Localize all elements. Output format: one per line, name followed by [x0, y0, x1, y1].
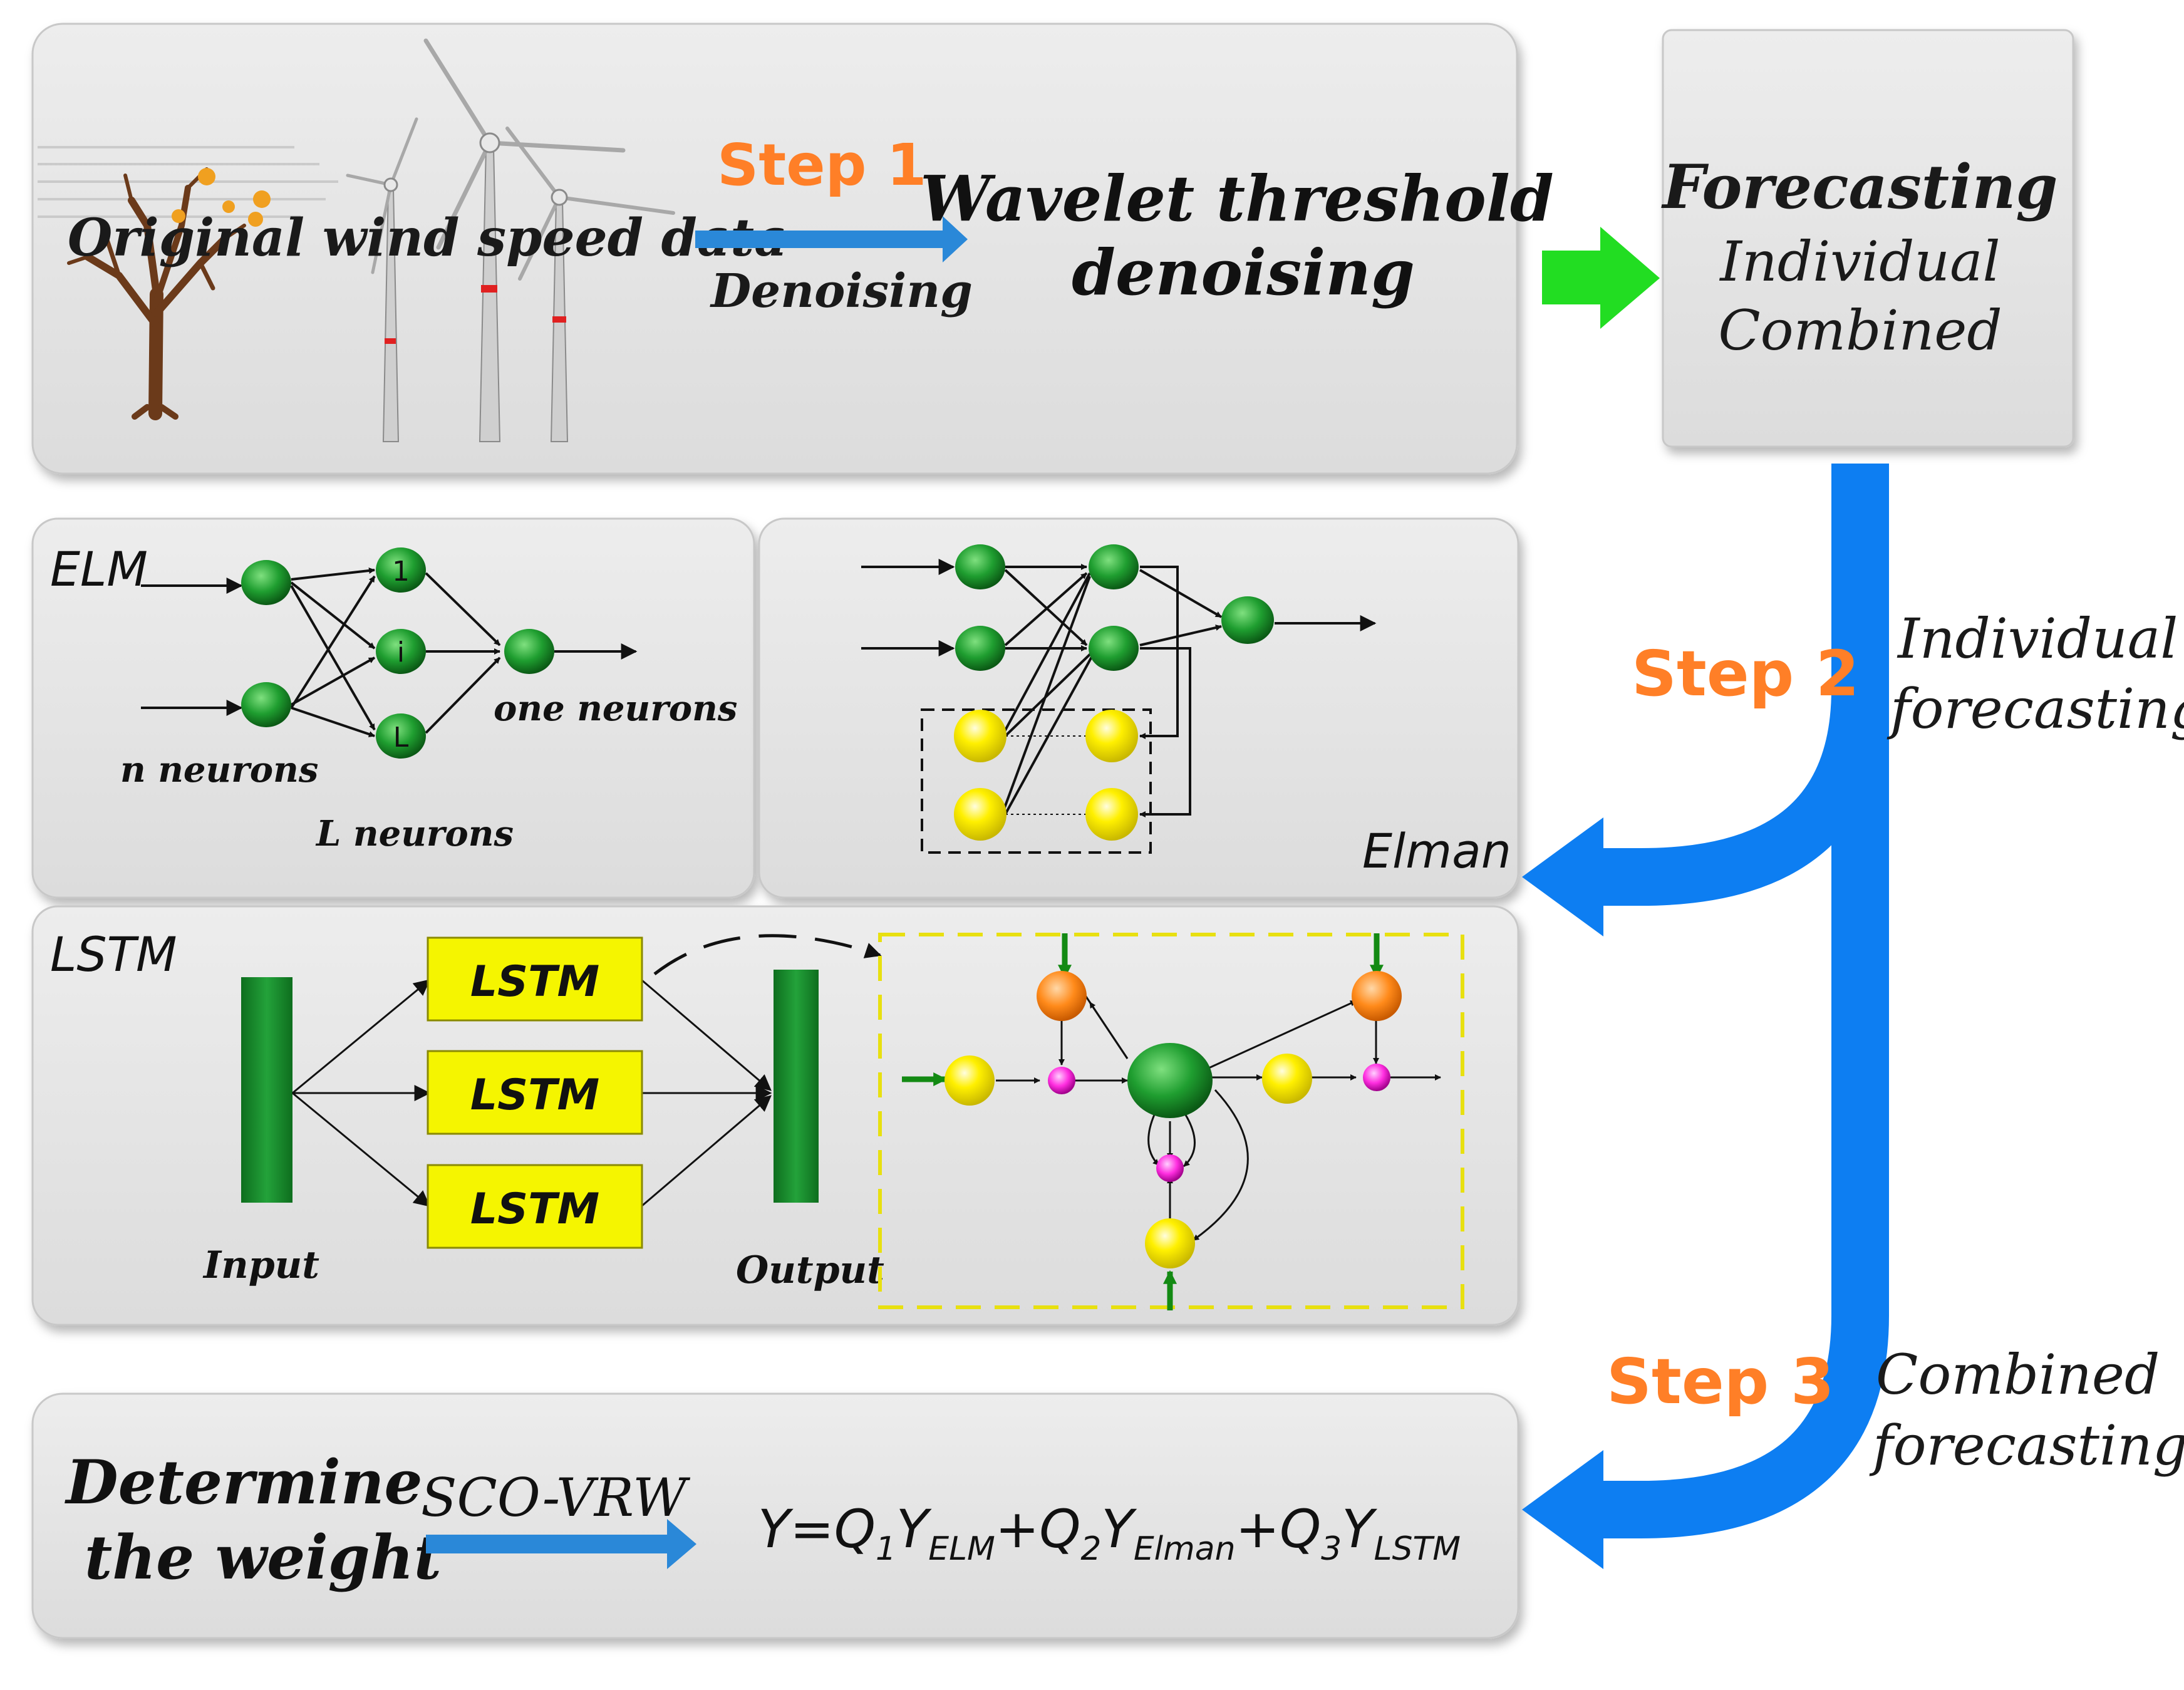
elm-panel — [31, 517, 755, 899]
multiply-node — [1363, 1064, 1390, 1091]
lstm-cell-block — [427, 936, 643, 1022]
node-label-1: 1 — [392, 556, 410, 588]
step3-label: Step 3 — [1607, 1345, 1835, 1418]
lstm-connections — [292, 979, 772, 1207]
lstm-cell-label: LSTM — [470, 1071, 599, 1120]
step1-label: Step 1 — [717, 132, 927, 199]
multiply-node — [1156, 1154, 1184, 1182]
weight-arrow — [426, 1519, 696, 1569]
weight-line1: Determine — [64, 1447, 422, 1518]
step2-desc-line1: Individual — [1897, 606, 2178, 671]
lstm-cells: LSTM LSTM LSTM — [427, 936, 643, 1249]
flow-arrow-blue — [1594, 464, 1889, 1538]
lstm-cell-block — [427, 1050, 643, 1135]
lstm-cell-label: LSTM — [470, 1185, 599, 1234]
neuron-node — [1089, 626, 1139, 671]
step1-panel — [31, 23, 1518, 475]
step2-desc-line2: forecasting — [1886, 677, 2184, 741]
lstm-output-label: Output — [736, 1248, 884, 1292]
falling-leaves — [172, 168, 271, 227]
elm-one-neurons-label: one neurons — [494, 688, 737, 729]
elman-panel — [758, 517, 1519, 899]
method-label: SCO-VRW — [421, 1467, 691, 1528]
wind-turbine-icon — [346, 38, 675, 442]
node-label-L: L — [393, 722, 409, 754]
lstm-zoom-arrow — [653, 934, 882, 975]
forecast-line1: Forecasting — [1660, 152, 2057, 222]
cell-state-node — [1127, 1043, 1213, 1118]
elman-neurons — [954, 544, 1274, 841]
combination-formula: Y=Q1YELM+Q2YElman+Q3YLSTM — [758, 1498, 1461, 1568]
neuron-node — [955, 626, 1005, 671]
wavelet-line2: denoising — [1072, 236, 1415, 309]
elman-context-box — [921, 708, 1152, 854]
step3-desc-line1: Combined — [1876, 1342, 2160, 1407]
wavelet-line1: Wavelet threshold — [920, 162, 1554, 236]
green-flow-arrow — [1542, 227, 1660, 329]
context-node — [954, 788, 1007, 841]
elm-hidden-neurons: 1 i L — [376, 547, 426, 759]
elman-context-dotted — [1005, 735, 1087, 815]
lstm-cell-label: LSTM — [470, 957, 599, 1007]
lstm-input-bar — [241, 977, 292, 1203]
gate-node — [1352, 971, 1402, 1021]
neuron-node — [376, 713, 426, 759]
weight-line2: the weight — [85, 1522, 442, 1593]
lstm-green-inputs — [902, 933, 1384, 1310]
multiply-node — [1048, 1067, 1075, 1094]
neuron-node — [241, 560, 291, 605]
input-node — [945, 1055, 995, 1106]
elman-title: Elman — [1362, 823, 1511, 879]
denoising-label: Denoising — [710, 264, 973, 318]
elman-connections — [861, 559, 1377, 817]
neuron-node — [376, 629, 426, 674]
elm-connections — [141, 568, 638, 737]
context-node — [1085, 710, 1138, 762]
source-data-label: Original wind speed data — [68, 208, 787, 268]
context-node — [1085, 788, 1138, 841]
forecast-line3: Combined — [1718, 298, 2002, 363]
bare-tree-icon — [67, 167, 246, 420]
step2-arrowhead — [1522, 817, 1603, 936]
lstm-detail-connections — [996, 992, 1441, 1242]
neuron-node — [1089, 544, 1139, 589]
step3-desc-line2: forecasting — [1869, 1413, 2184, 1478]
step1-arrow — [695, 216, 968, 262]
forecast-line2: Individual — [1719, 229, 2000, 294]
lstm-output-bar — [774, 970, 819, 1203]
lstm-cell-block — [427, 1164, 643, 1249]
neuron-node — [376, 547, 426, 593]
weight-panel — [31, 1392, 1519, 1639]
elm-title: ELM — [50, 541, 148, 597]
step3-arrowhead — [1522, 1450, 1603, 1569]
output-node — [1262, 1054, 1312, 1104]
node-label-i: i — [397, 636, 405, 668]
context-node — [954, 710, 1007, 762]
elm-output-neuron — [504, 629, 554, 674]
neuron-node — [241, 682, 291, 727]
step2-label: Step 2 — [1632, 637, 1860, 710]
forecast-panel — [1662, 29, 2074, 448]
neuron-node — [955, 544, 1005, 589]
elm-input-neurons — [241, 560, 291, 727]
gate-node — [1037, 971, 1087, 1021]
lstm-title: LSTM — [50, 926, 177, 982]
elm-l-neurons-label: L neurons — [315, 813, 514, 854]
lstm-gates — [945, 971, 1402, 1268]
lstm-input-label: Input — [202, 1243, 319, 1287]
neuron-node — [1221, 596, 1274, 644]
elm-n-neurons-label: n neurons — [120, 749, 318, 791]
forget-node — [1145, 1218, 1195, 1268]
